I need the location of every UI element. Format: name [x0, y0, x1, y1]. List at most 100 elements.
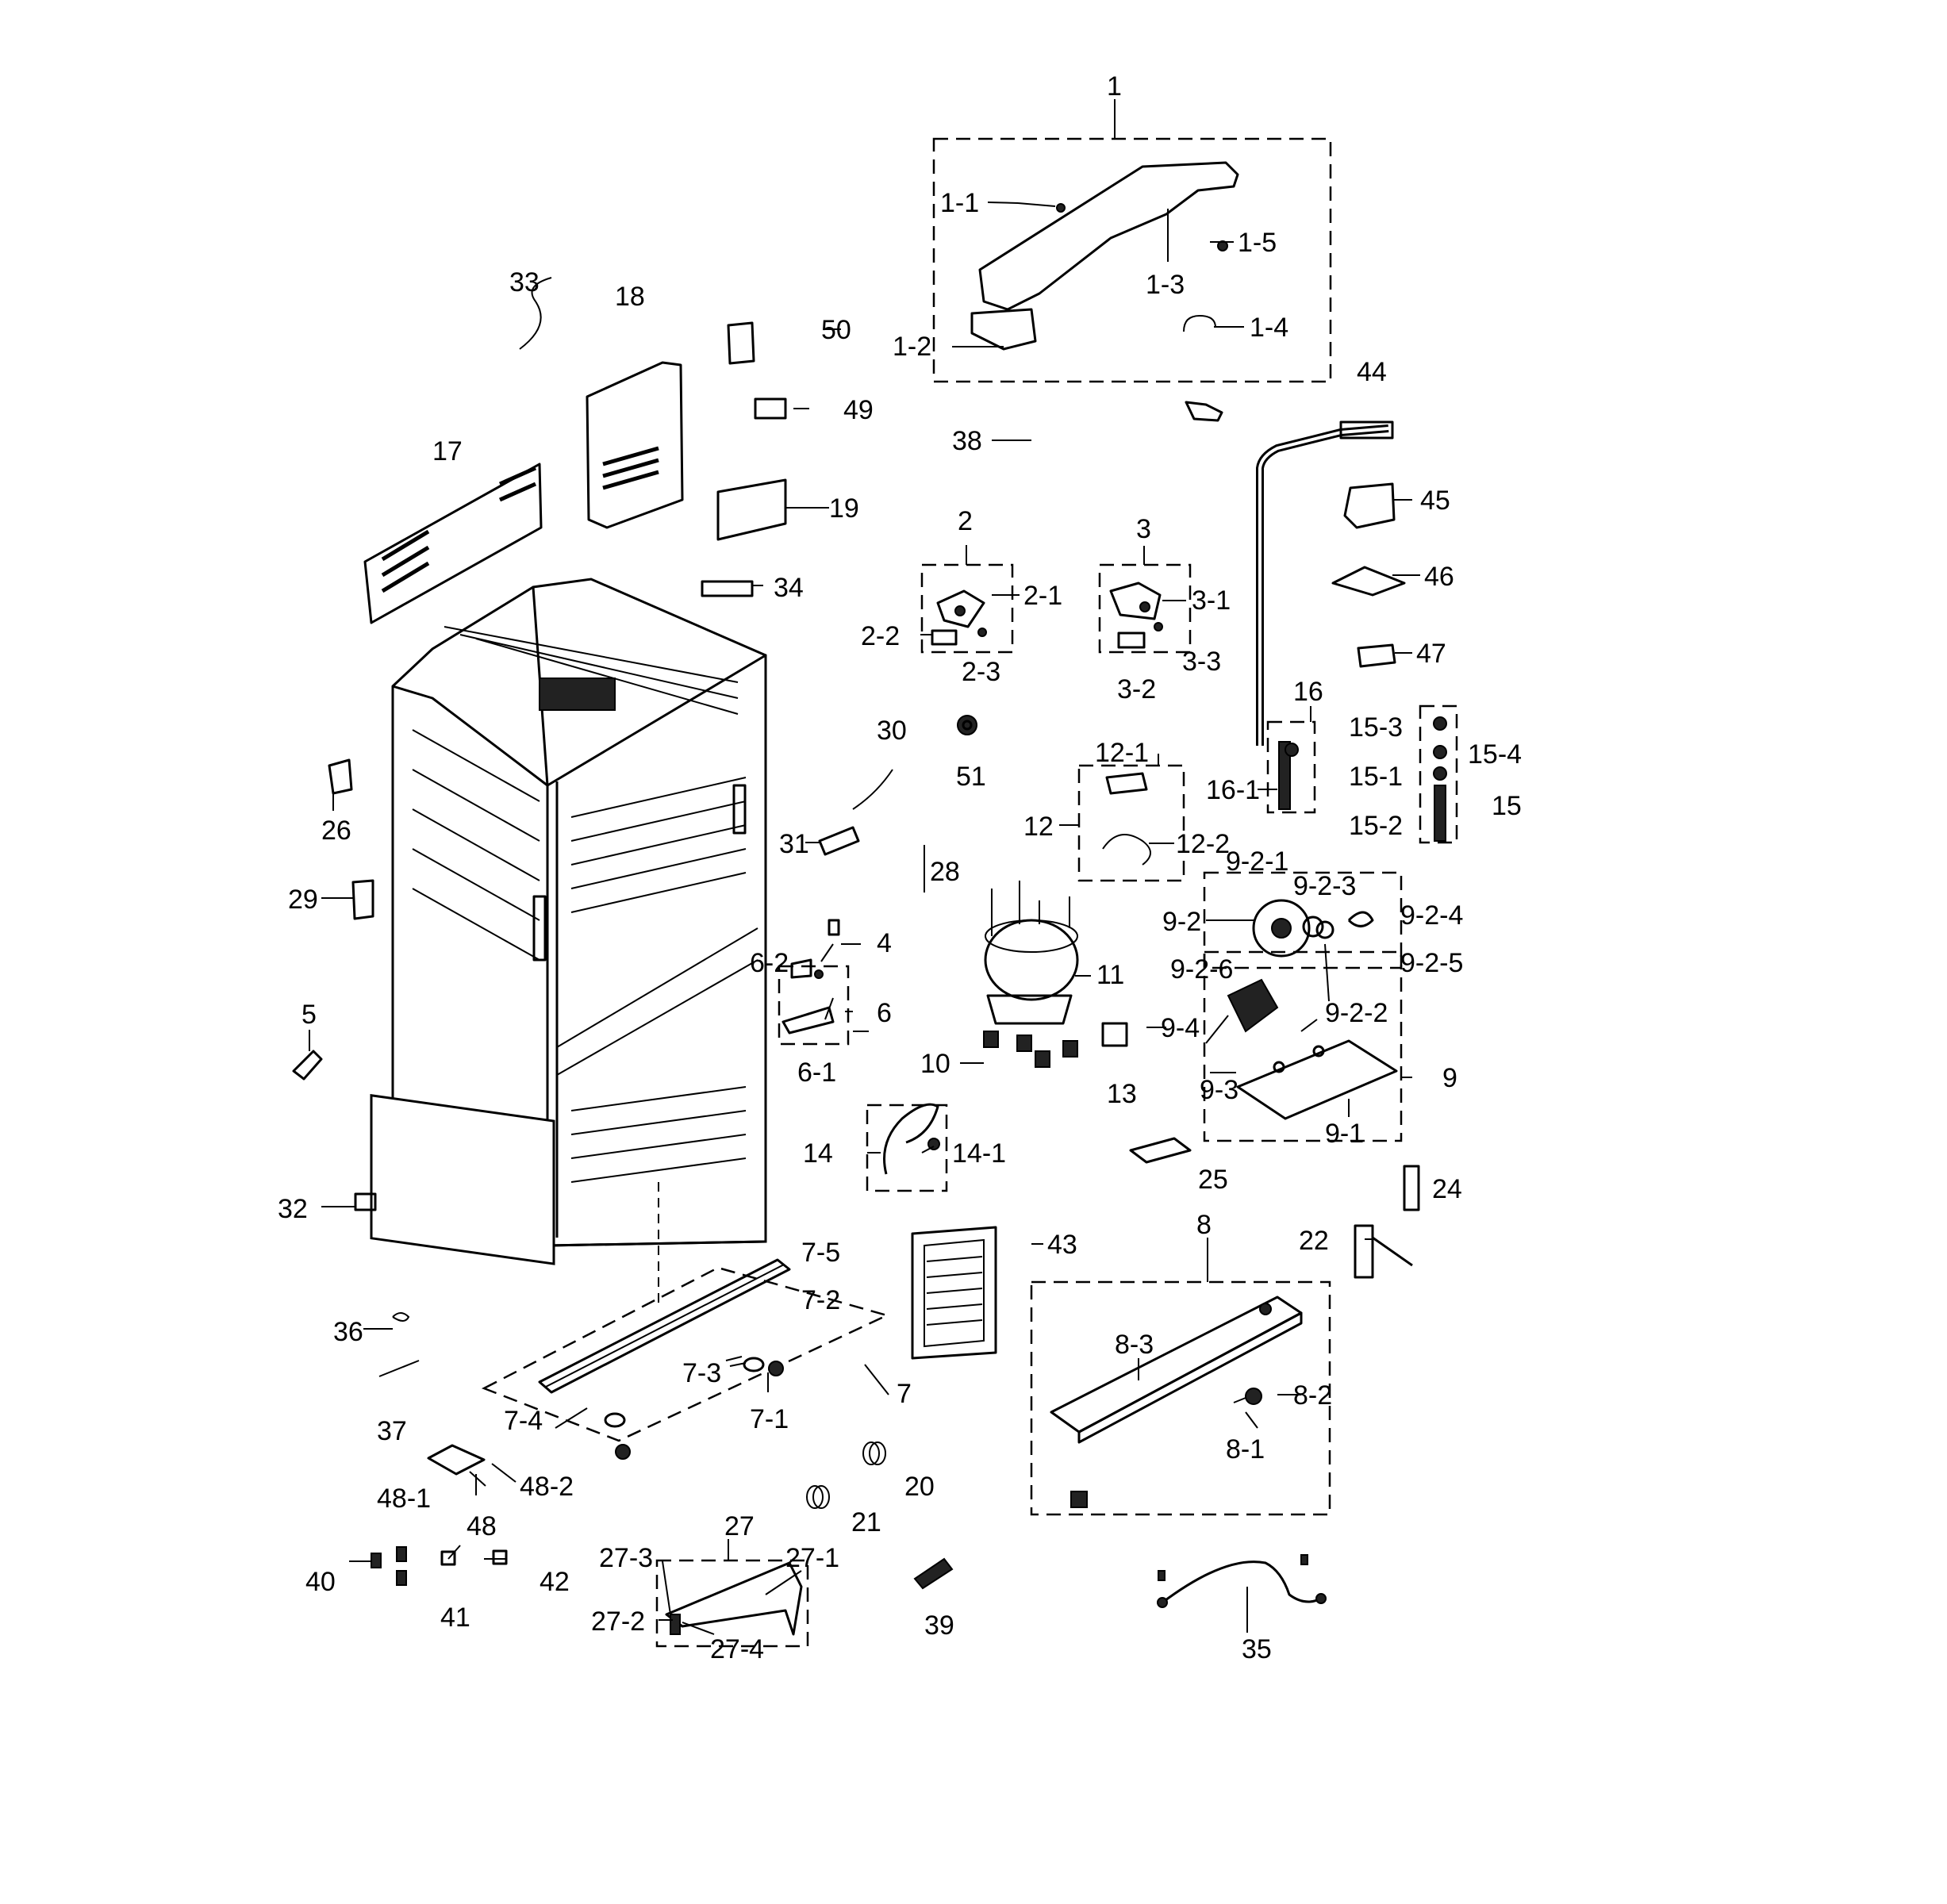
callout-39: 39: [924, 1610, 954, 1641]
callout-27-2: 27-2: [591, 1606, 645, 1637]
callout-2-1: 2-1: [1023, 581, 1062, 611]
small-parts-left-drawing: [292, 758, 893, 1586]
callout-7-2: 7-2: [801, 1285, 840, 1315]
group-box-12: [1077, 764, 1185, 882]
fan-assembly-drawing: [1227, 899, 1398, 1120]
callout-17: 17: [432, 436, 463, 466]
callout-6: 6: [877, 998, 892, 1028]
callout-48: 48: [467, 1511, 497, 1541]
callout-8-2: 8-2: [1293, 1380, 1332, 1411]
refrigerator-cabinet-drawing: [370, 578, 767, 1309]
callout-50: 50: [821, 315, 851, 345]
callout-12: 12: [1023, 812, 1054, 842]
callout-1: 1: [1107, 71, 1122, 102]
callout-16-1: 16-1: [1206, 775, 1260, 805]
callout-27: 27: [724, 1511, 755, 1541]
callout-3-1: 3-1: [1192, 585, 1231, 616]
callout-7-3: 7-3: [682, 1358, 721, 1388]
callout-26: 26: [321, 816, 351, 846]
group-box-16: [1266, 720, 1316, 814]
callout-19: 19: [829, 493, 859, 524]
callout-7-5: 7-5: [801, 1238, 840, 1268]
callout-20: 20: [904, 1472, 935, 1502]
callout-38: 38: [952, 426, 982, 456]
part-drawings: [292, 161, 1447, 1636]
callout-46: 46: [1424, 562, 1454, 592]
top-bracket-drawing: [970, 161, 1239, 422]
callout-6-2: 6-2: [750, 948, 789, 978]
callout-41: 41: [440, 1603, 470, 1633]
callout-44: 44: [1357, 357, 1387, 387]
callout-45: 45: [1420, 486, 1450, 516]
callout-3-3: 3-3: [1182, 647, 1221, 677]
callout-2: 2: [958, 506, 973, 536]
callout-47: 47: [1416, 639, 1446, 669]
callout-1-2: 1-2: [893, 332, 931, 362]
callout-8: 8: [1196, 1210, 1212, 1240]
callout-25: 25: [1198, 1165, 1228, 1195]
callout-15: 15: [1492, 791, 1522, 821]
cable-35-drawing: [1157, 1554, 1327, 1608]
callout-21: 21: [851, 1507, 881, 1537]
callout-24: 24: [1432, 1174, 1462, 1204]
roller-rails-drawing: [538, 1258, 791, 1460]
callout-43: 43: [1047, 1230, 1077, 1260]
callout-9-2-5: 9-2-5: [1400, 948, 1463, 978]
callout-27-1: 27-1: [785, 1543, 839, 1573]
group-box-27: [655, 1559, 809, 1648]
callout-34: 34: [774, 573, 804, 603]
springs-drawing: [806, 1441, 954, 1590]
group-box-9-2: [1203, 871, 1403, 969]
boards-drawing: [363, 277, 787, 624]
callout-1-5: 1-5: [1238, 228, 1277, 258]
callout-32: 32: [278, 1194, 308, 1224]
callout-15-4: 15-4: [1468, 739, 1522, 770]
callout-48-2: 48-2: [520, 1472, 574, 1502]
callout-9-2-6: 9-2-6: [1170, 954, 1233, 985]
callout-40: 40: [305, 1567, 336, 1597]
filter-drier-drawing: [1129, 1137, 1420, 1279]
leader-lines: [309, 99, 1420, 1635]
group-box-8: [1030, 1280, 1331, 1516]
callout-3: 3: [1136, 514, 1151, 544]
hinge-2-drawing: [931, 589, 987, 646]
callout-2-3: 2-3: [962, 657, 1000, 687]
callout-35: 35: [1242, 1634, 1272, 1664]
group-box-6: [778, 965, 850, 1046]
callout-8-1: 8-1: [1226, 1434, 1265, 1464]
callout-9-2-1: 9-2-1: [1226, 846, 1288, 877]
callout-5: 5: [301, 1000, 317, 1030]
callout-30: 30: [877, 716, 907, 746]
callout-9-2-4: 9-2-4: [1400, 900, 1463, 931]
callout-49: 49: [843, 395, 874, 425]
callout-9-2: 9-2: [1162, 907, 1201, 937]
callout-15-1: 15-1: [1349, 762, 1403, 792]
kickplate-grill-drawing: [911, 1226, 997, 1360]
callout-12-2: 12-2: [1176, 829, 1230, 859]
callout-14: 14: [803, 1138, 833, 1169]
callout-16: 16: [1293, 677, 1323, 707]
callout-2-2: 2-2: [861, 621, 900, 651]
tubing-and-valves-drawing: [1256, 420, 1447, 842]
callout-11: 11: [1096, 960, 1124, 990]
group-box-15: [1419, 704, 1458, 844]
hinge-3-drawing: [1109, 582, 1163, 649]
callout-31: 31: [779, 829, 809, 859]
callout-labels: 1 1-1 1-2 1-3 1-4 1-5 2 2-1 2-2 2-3 3 3-…: [278, 71, 1522, 1664]
group-boxes: [481, 137, 1458, 1648]
callout-7: 7: [897, 1379, 912, 1409]
callout-13: 13: [1107, 1079, 1137, 1109]
callout-15-2: 15-2: [1349, 811, 1403, 841]
compressor-drawing: [828, 715, 1151, 1068]
callout-29: 29: [288, 885, 318, 915]
callout-27-4: 27-4: [710, 1634, 764, 1664]
callout-9-2-3: 9-2-3: [1293, 871, 1356, 901]
base-plate-drawing: [1050, 1296, 1303, 1508]
callout-9-4: 9-4: [1161, 1013, 1200, 1043]
callout-15-3: 15-3: [1349, 712, 1403, 743]
callout-48-1: 48-1: [377, 1484, 431, 1514]
group-box-14: [866, 1104, 948, 1192]
callout-1-1: 1-1: [940, 188, 979, 218]
callout-1-3: 1-3: [1146, 270, 1185, 300]
